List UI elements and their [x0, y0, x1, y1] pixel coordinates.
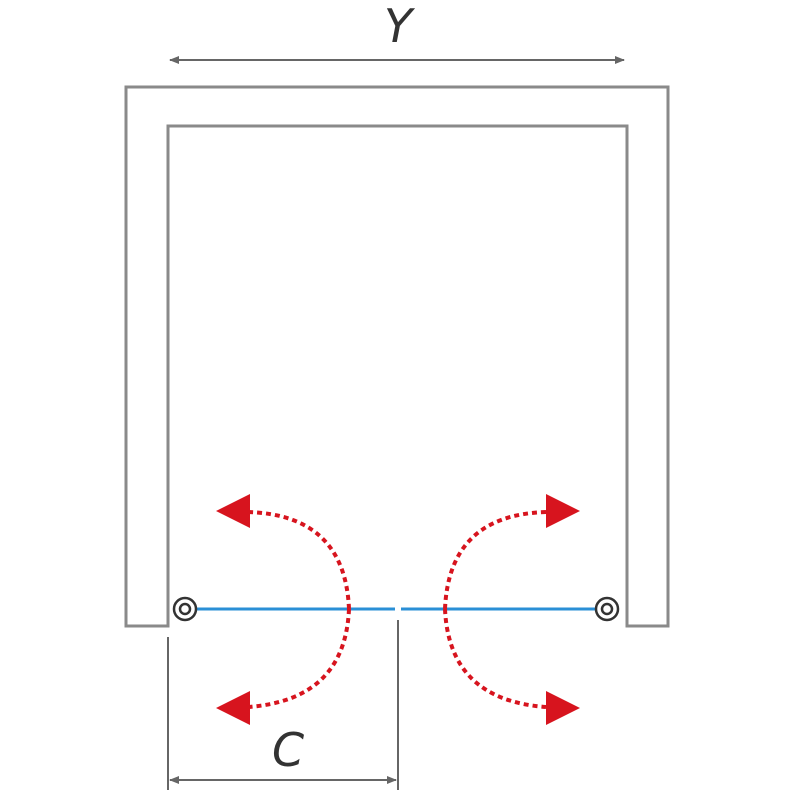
door-dimension-label: C: [272, 723, 304, 777]
arrow-up-left-icon: [216, 494, 250, 528]
swing-arc-right-outward: [443, 510, 547, 610]
swing-arc-left-inward: [247, 608, 351, 709]
wall-profile: [124, 85, 670, 628]
width-dimension-label: Y: [384, 0, 416, 53]
arrow-down-left-icon: [216, 691, 250, 725]
arrow-up-right-icon: [546, 494, 580, 528]
hinge-right-icon: [594, 596, 620, 622]
swing-arc-right-inward: [443, 608, 547, 709]
arrow-down-right-icon: [546, 691, 580, 725]
swing-arc-left-outward: [247, 510, 351, 610]
hinge-left-icon: [172, 596, 198, 622]
